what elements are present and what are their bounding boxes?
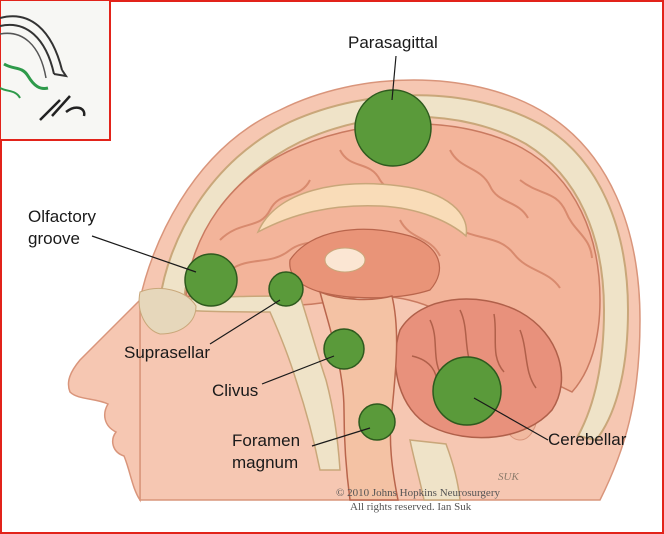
label-foramen-line1: Foramen <box>232 431 300 450</box>
label-olfactory-line1: Olfactory <box>28 207 97 226</box>
tumor-clivus <box>324 329 364 369</box>
label-cerebellar: Cerebellar <box>548 430 627 449</box>
tumor-foramen-magnum <box>359 404 395 440</box>
artist-signature: SUK <box>498 471 519 483</box>
label-suprasellar: Suprasellar <box>124 343 210 362</box>
label-parasagittal: Parasagittal <box>348 33 438 52</box>
inset-thumbnail <box>0 0 110 140</box>
label-foramen-line2: magnum <box>232 453 298 472</box>
third-ventricle <box>325 248 365 272</box>
label-olfactory-line2: groove <box>28 229 80 248</box>
tumor-parasagittal <box>355 90 431 166</box>
label-clivus: Clivus <box>212 381 258 400</box>
tumor-cerebellar <box>433 357 501 425</box>
copyright-line1: © 2010 Johns Hopkins Neurosurgery <box>336 487 500 499</box>
tumor-olfactory-groove <box>185 254 237 306</box>
copyright-line2: All rights reserved. Ian Suk <box>350 501 472 513</box>
tumor-suprasellar <box>269 272 303 306</box>
